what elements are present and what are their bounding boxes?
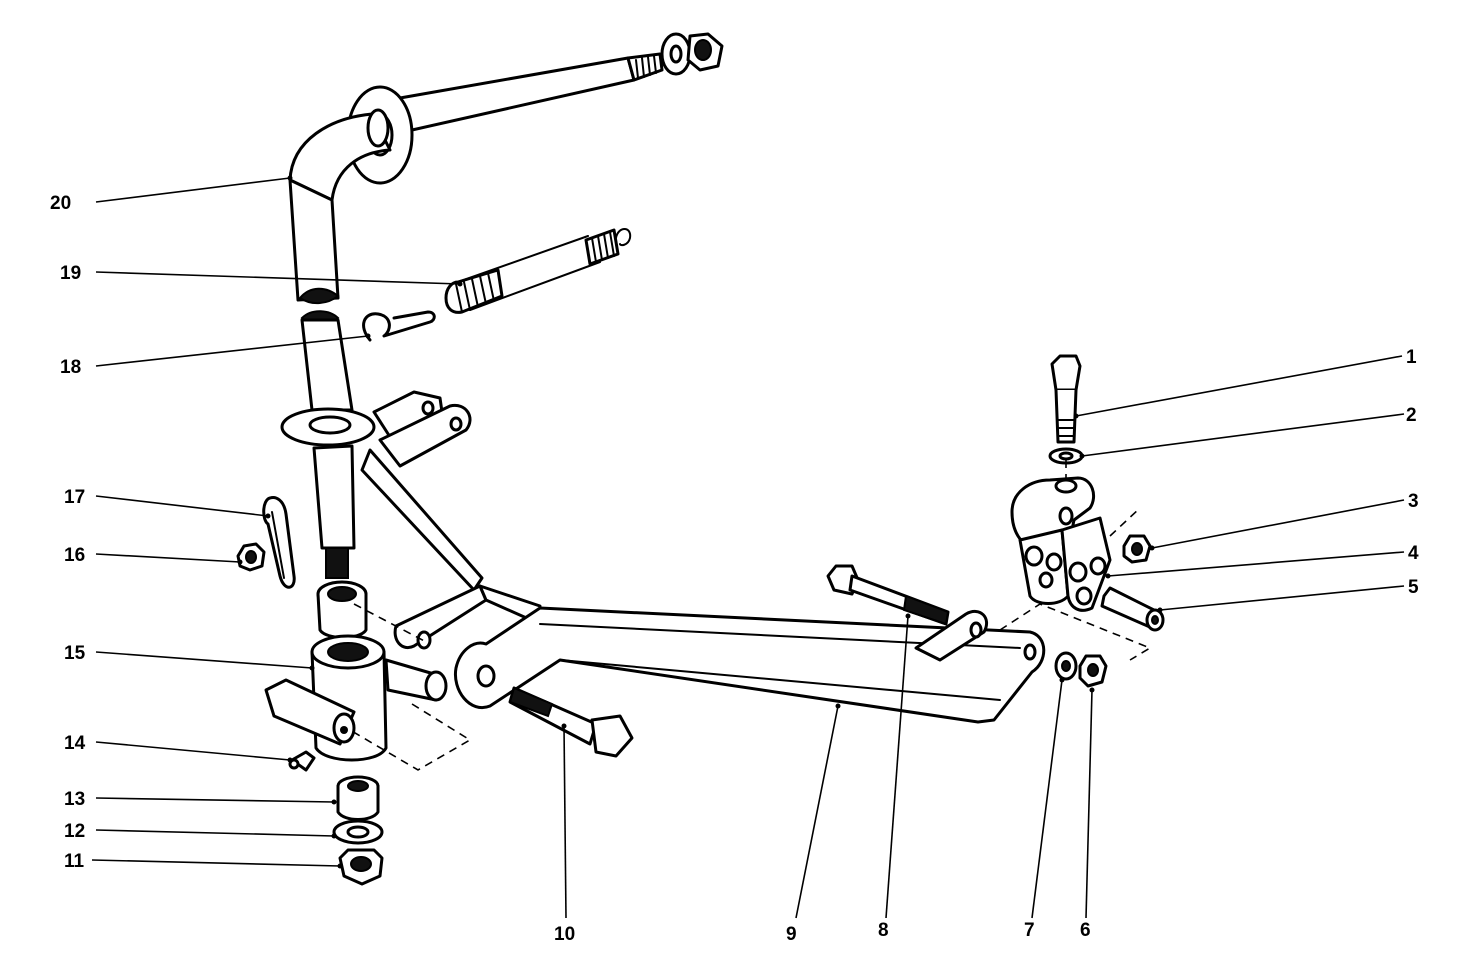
part-11-nut [338,848,384,886]
part-6-nut [1078,654,1108,688]
part-13-lower-bushing [336,775,380,821]
callout-11: 11 [64,851,85,872]
leader-lines [91,175,1405,919]
part-8-bolt [826,564,950,626]
callout-18: 18 [60,357,81,378]
callout-3: 3 [1408,491,1419,512]
callout-12: 12 [64,821,85,842]
callout-16: 16 [64,545,85,566]
part-12-washer [332,819,384,845]
callout-9: 9 [786,924,797,945]
callout-20: 20 [50,193,71,214]
part-19-spring [444,228,632,314]
column-washer-nut [660,32,724,76]
part-16-nut [236,542,266,572]
part-20-steering-column [280,52,664,579]
part-3-nut [1122,534,1152,564]
part-9-axle-beam [453,606,1046,724]
callout-7: 7 [1024,920,1035,941]
callout-2: 2 [1406,405,1417,426]
callout-6: 6 [1080,920,1091,941]
callout-8: 8 [878,920,889,941]
callout-5: 5 [1408,577,1419,598]
part-1-bolt [1050,354,1082,444]
part-10-bolt [508,686,634,758]
callout-17: 17 [64,487,85,508]
callout-19: 19 [60,263,81,284]
frame-bracket [360,390,542,650]
part-14-grease-nipple [288,750,316,772]
callout-4: 4 [1408,543,1419,564]
callout-15: 15 [64,643,86,664]
part-4-steering-bracket [1010,476,1112,612]
callout-14: 14 [64,733,86,754]
part-5-sleeve [1100,586,1165,632]
assembly-guide-lines [349,460,1152,771]
callout-1: 1 [1406,347,1417,368]
part-18-hairpin-clip [362,310,436,342]
callout-10: 10 [554,924,575,945]
callout-13: 13 [64,789,85,810]
part-17-retaining-link [262,496,296,589]
part-15-spindle-housing [264,634,448,762]
part-7-washer [1054,651,1078,681]
upper-bushing [316,580,368,639]
callout-labels: 1 2 3 4 5 6 7 8 9 10 11 12 13 14 15 16 1… [50,193,1419,945]
